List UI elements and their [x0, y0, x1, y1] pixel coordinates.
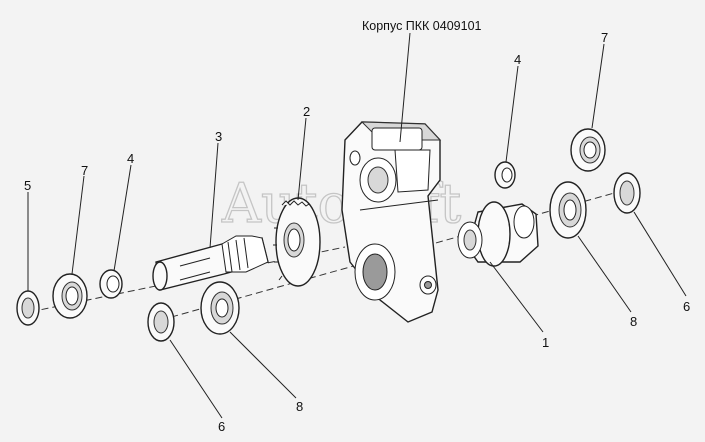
callout-3: 3 [215, 129, 222, 144]
shaft-part-3 [152, 235, 269, 291]
callout-8-left: 8 [296, 399, 303, 414]
leader-6-right [633, 211, 687, 297]
leader-3 [209, 142, 219, 249]
leader-lines [27, 32, 687, 419]
bearing-part-8-left [200, 281, 240, 335]
leader-7-left [71, 175, 85, 275]
callout-4-right: 4 [514, 52, 521, 67]
callout-2: 2 [303, 104, 310, 119]
seal-part-6-right [613, 172, 641, 214]
callout-1: 1 [542, 335, 549, 350]
callout-4-left: 4 [127, 151, 134, 166]
leader-6-left [169, 339, 223, 419]
housing-part [341, 121, 442, 323]
leader-2 [297, 117, 307, 201]
callout-7-left: 7 [81, 163, 88, 178]
leader-4-left [113, 164, 132, 272]
ring-part-4-left [99, 269, 123, 299]
gear-part-1 [457, 201, 539, 267]
leader-housing [399, 32, 411, 143]
leader-8-left [229, 331, 297, 399]
leader-8-right [577, 235, 632, 313]
callout-5: 5 [24, 178, 31, 193]
callout-8-right: 8 [630, 314, 637, 329]
seal-part-5 [16, 290, 40, 326]
bearing-part-7-right [570, 128, 606, 172]
callout-6-right: 6 [683, 299, 690, 314]
callout-7-right: 7 [601, 30, 608, 45]
leader-7-right [591, 43, 605, 129]
callout-6-left: 6 [218, 419, 225, 434]
bearing-part-7-left [52, 273, 88, 319]
seal-part-6-left [147, 302, 175, 342]
housing-title: Корпус ПКК 0409101 [362, 19, 482, 33]
leader-4-right [505, 65, 519, 163]
bearing-part-8-right [549, 181, 587, 239]
ring-part-4-right [494, 161, 516, 189]
leader-1 [489, 261, 544, 333]
